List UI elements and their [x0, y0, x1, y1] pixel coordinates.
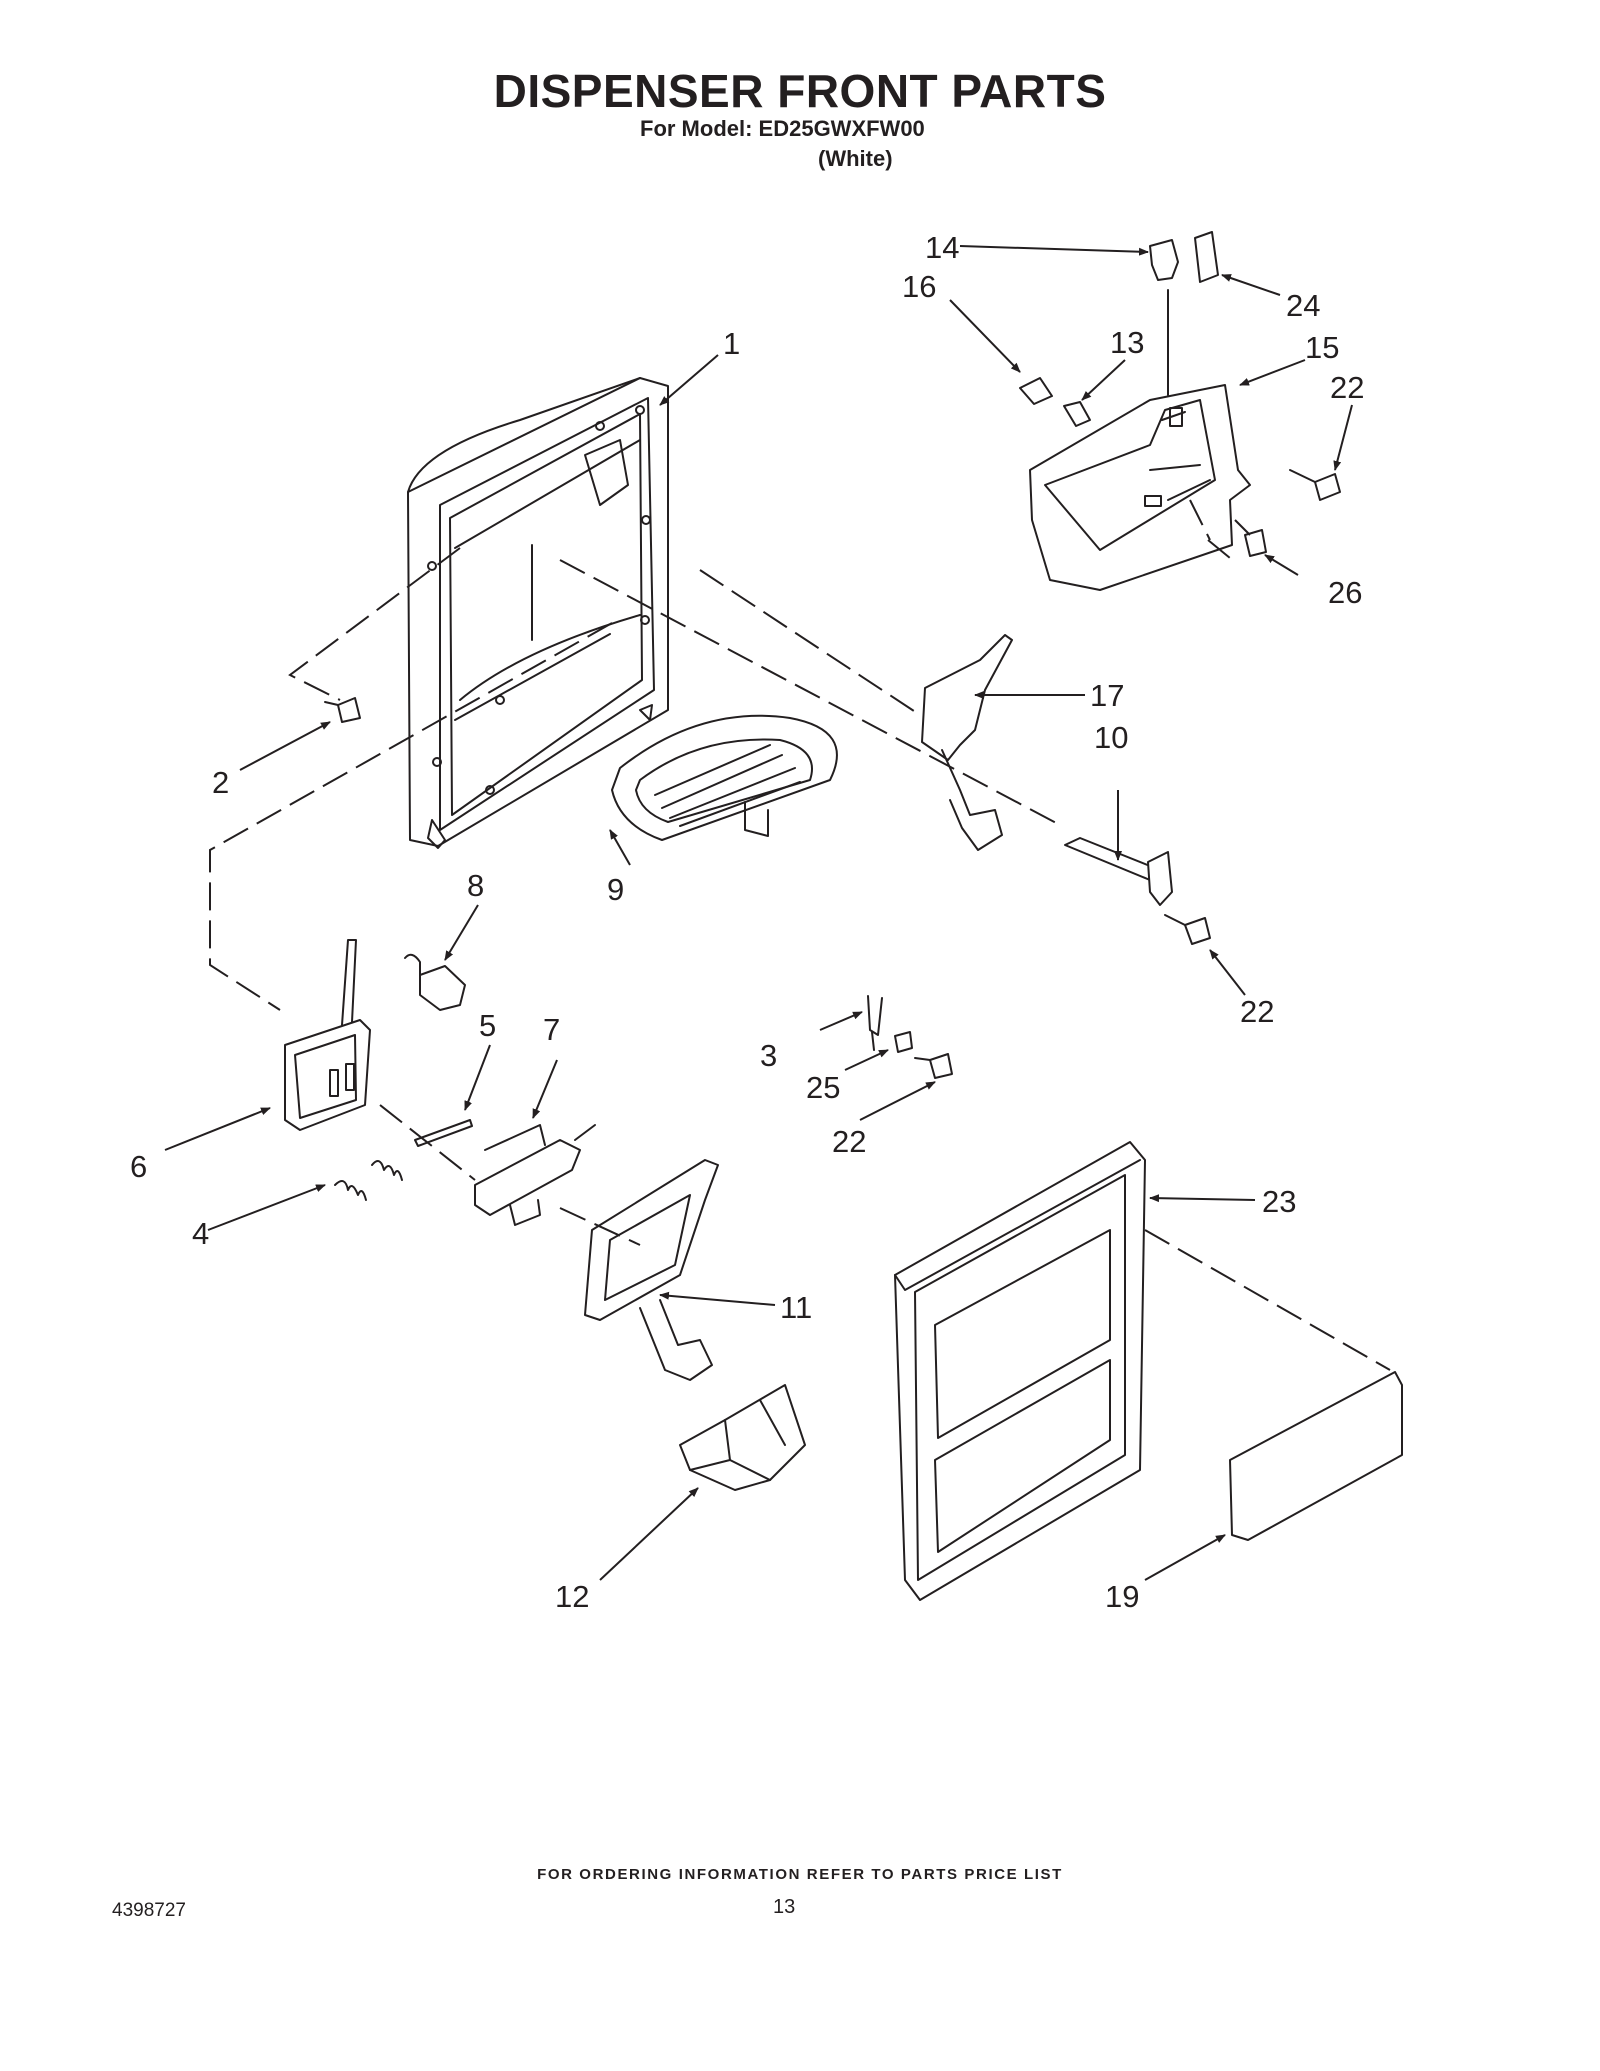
part-14-switch [1149, 239, 1179, 396]
part-10-rod [1064, 837, 1173, 906]
callout-25: 25 [806, 1070, 840, 1105]
part-23-front-panel [894, 1141, 1146, 1601]
part-15-bracket [1029, 384, 1251, 591]
callout-22-top: 22 [1330, 370, 1364, 405]
part-3-clip [867, 995, 883, 1051]
part-5-pin [414, 1119, 473, 1147]
part-24-insulator [1194, 231, 1219, 283]
callout-8: 8 [467, 868, 484, 903]
callout-22-mid: 22 [1240, 994, 1274, 1029]
model-line: For Model: ED25GWXFW00 [640, 116, 925, 141]
part-8-solenoid [404, 953, 466, 1011]
callout-1: 1 [723, 326, 740, 361]
part-11-actuator-paddle [584, 1159, 719, 1381]
part-19-label [1229, 1371, 1403, 1541]
part-7-solenoid-bracket [474, 1124, 596, 1226]
part-1-dispenser-housing [407, 377, 669, 849]
callout-15: 15 [1305, 330, 1339, 365]
callout-23: 23 [1262, 1184, 1296, 1219]
callout-3: 3 [760, 1038, 777, 1073]
part-9-grille [611, 714, 838, 841]
part-13-socket [1063, 401, 1091, 427]
callout-6: 6 [130, 1149, 147, 1184]
callout-14: 14 [925, 230, 959, 265]
part-22-screw-c [914, 1053, 953, 1079]
leader-arrows [164, 245, 1353, 1581]
document-number: 4398727 [112, 1900, 186, 1921]
part-4-springs [334, 1160, 403, 1201]
page-number: 13 [773, 1896, 796, 1918]
part-25-retainer [894, 1031, 913, 1053]
callout-22-low: 22 [832, 1124, 866, 1159]
part-16-lamp [1019, 377, 1053, 405]
part-12-chute-door [679, 1384, 806, 1491]
callout-12: 12 [555, 1579, 589, 1614]
callout-4: 4 [192, 1216, 209, 1251]
callout-17: 17 [1090, 678, 1124, 713]
callout-26: 26 [1328, 575, 1362, 610]
callout-19: 19 [1105, 1579, 1139, 1614]
part-22-screw-b [1164, 914, 1211, 945]
callout-labels: 1 14 16 13 24 15 22 26 17 10 22 2 9 8 5 … [130, 230, 1364, 1614]
callout-13: 13 [1110, 325, 1144, 360]
callout-9: 9 [607, 872, 624, 907]
page-title: DISPENSER FRONT PARTS [493, 65, 1107, 117]
part-17-actuator-arm [921, 634, 1013, 851]
callout-16: 16 [902, 269, 936, 304]
ordering-note: FOR ORDERING INFORMATION REFER TO PARTS … [537, 1866, 1063, 1883]
callout-24: 24 [1286, 288, 1320, 323]
assembly-lines [209, 499, 1391, 1371]
color-line: (White) [818, 146, 893, 171]
callout-11: 11 [780, 1290, 812, 1325]
part-2-screw [324, 697, 361, 723]
part-6-switch-assembly [284, 939, 371, 1131]
callout-7: 7 [543, 1012, 560, 1047]
callout-10: 10 [1094, 720, 1128, 755]
part-22-screw-a [1289, 469, 1341, 501]
callout-5: 5 [479, 1008, 496, 1043]
part-26-switch-cover [1244, 529, 1267, 557]
callout-2: 2 [212, 765, 229, 800]
